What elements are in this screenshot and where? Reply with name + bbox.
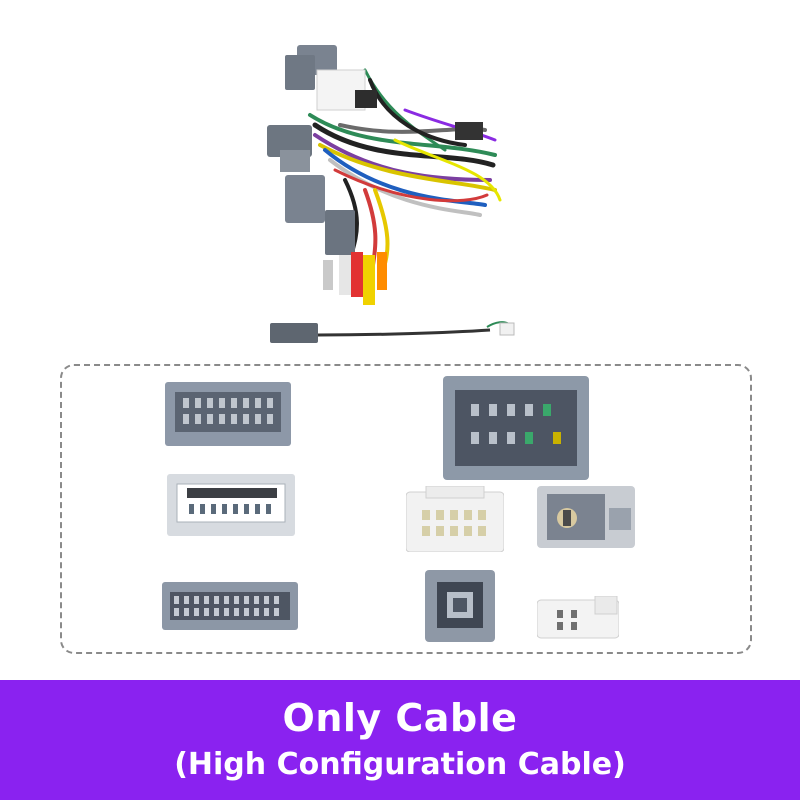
caption-banner: Only Cable (High Configuration Cable) [0,680,800,800]
connector-grey-20pin-icon [165,382,291,446]
connector-white-20pin-icon [167,474,295,536]
connector-panel [60,364,752,654]
wiring-harness-icon [267,45,515,343]
connector-grey-4pin-usb-icon [425,570,495,642]
banner-subtitle: (High Configuration Cable) [174,747,626,782]
connector-white-4pin-icon [537,596,619,639]
banner-title: Only Cable [282,696,518,740]
connector-grey-24pin-icon [162,582,298,630]
connector-white-12pin-icon [406,486,504,552]
connector-grey-2pin-antenna-icon [537,486,635,548]
connector-grey-16pin-icon [443,376,589,480]
